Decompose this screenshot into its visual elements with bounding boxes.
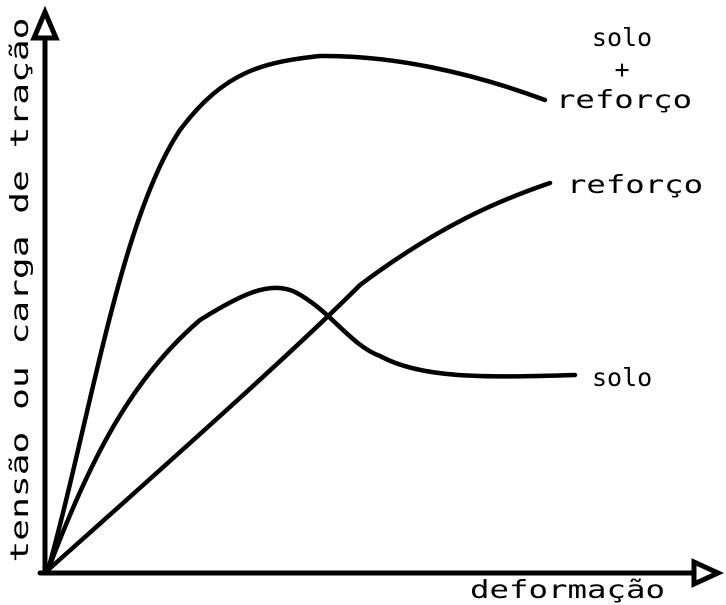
- label-solo-reforco-line1: solo: [592, 23, 652, 52]
- label-solo: solo: [592, 363, 652, 392]
- label-reforco: reforço: [567, 170, 703, 199]
- curve-solo-reforco: [45, 53, 548, 573]
- curve-reforco: [45, 180, 553, 573]
- x-axis-label: deformação: [470, 575, 665, 604]
- x-axis-arrow: [691, 558, 725, 588]
- curve-solo: [45, 285, 578, 573]
- y-axis-label: tensão ou carga de tração: [5, 18, 34, 563]
- label-solo-reforco-line3: reforço: [556, 85, 692, 114]
- y-axis-arrow: [30, 5, 60, 41]
- label-solo-reforco-plus: +: [614, 55, 629, 84]
